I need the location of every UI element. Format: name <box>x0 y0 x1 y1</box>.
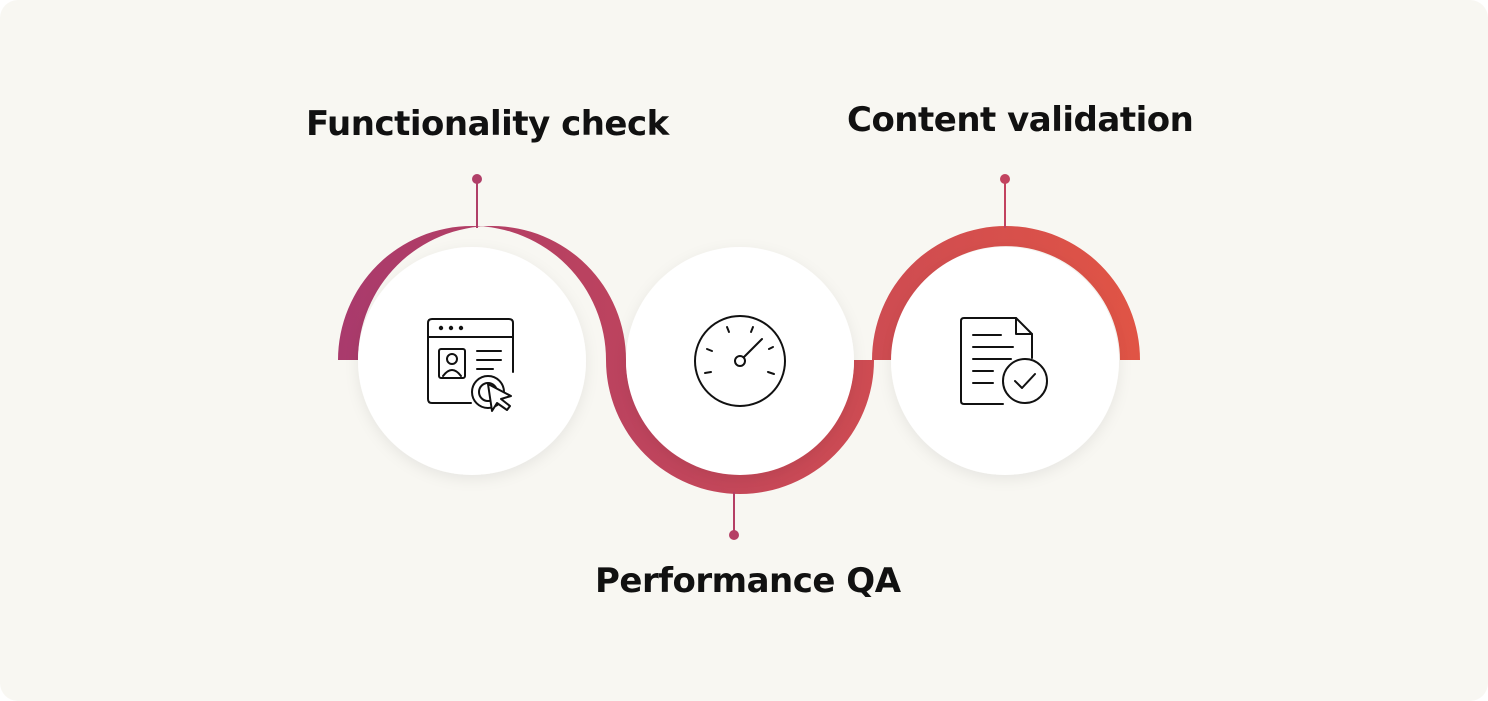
step-circle-3 <box>891 247 1119 475</box>
connector-2 <box>729 492 739 540</box>
step-circle-2 <box>626 247 854 475</box>
step-label-performance-qa: Performance QA <box>595 561 901 601</box>
step-circle-1 <box>358 247 586 475</box>
speedometer-icon <box>694 315 786 407</box>
step-label-content-validation: Content validation <box>847 100 1194 140</box>
connector-3 <box>1000 174 1010 228</box>
wave-arc-3 <box>872 226 1140 360</box>
wave-arc-2 <box>606 360 874 494</box>
browser-profile-click-icon <box>427 318 514 412</box>
document-check-icon <box>960 317 1048 405</box>
connector-1 <box>472 174 482 228</box>
step-label-functionality-check: Functionality check <box>306 104 669 144</box>
